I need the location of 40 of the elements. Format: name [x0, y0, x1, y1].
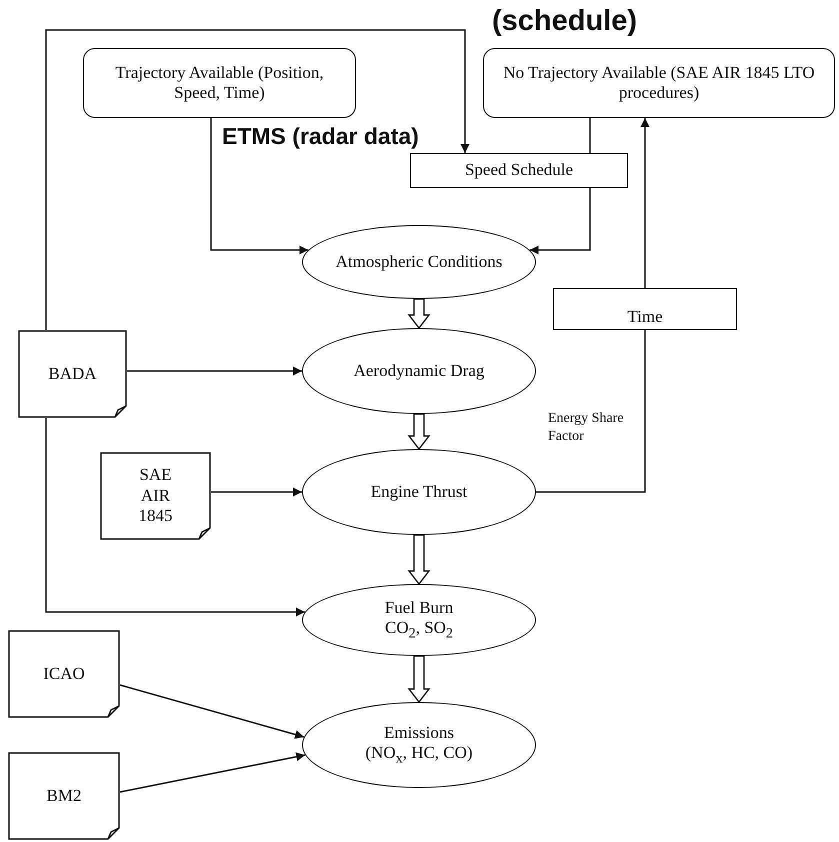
arrow: [640, 118, 650, 288]
process-box: [483, 48, 835, 118]
node-label: Engine Thrust: [370, 482, 468, 502]
hollow-arrow: [408, 413, 430, 450]
arrow: [120, 752, 306, 793]
node-label: Aerodynamic Drag: [354, 360, 484, 382]
process-box: [553, 288, 737, 330]
hollow-arrow: [408, 534, 430, 586]
arrow: [120, 684, 304, 739]
hollow-arrow: [408, 298, 430, 330]
node-label: Fuel Burn: [384, 598, 454, 618]
node-label: Emissions: [384, 722, 454, 743]
node-label: BM2: [46, 786, 82, 806]
source-label: ETMS (radar data): [222, 124, 419, 150]
arrow: [530, 188, 591, 254]
document-shape: [100, 452, 211, 540]
node-label: Time: [627, 306, 663, 327]
arrow: [211, 488, 302, 496]
document-shape: [8, 630, 120, 718]
node-label: (NO$_{x}$, HC, CO): [365, 743, 473, 768]
node-label: Trajectory Available (Position, Speed, Time): [114, 62, 325, 104]
node-label: ICAO: [43, 664, 85, 684]
arrow: [210, 118, 308, 254]
arrow: [127, 366, 302, 376]
process-box: [83, 48, 356, 118]
process-box: [410, 153, 628, 188]
node-label: No Trajectory Available (SAE AIR 1845 LTO procedures): [502, 62, 816, 104]
document-shape: [18, 330, 127, 418]
hollow-arrow: [408, 655, 430, 704]
node-label: CO$_{2}$, SO$_{2}$: [384, 618, 453, 642]
connector-line: [536, 330, 646, 493]
node-label: Speed Schedule: [464, 160, 574, 181]
node-label: BADA: [48, 364, 97, 384]
node-label: Atmospheric Conditions: [336, 252, 502, 272]
arrow: [45, 29, 470, 330]
document-shape: [8, 752, 120, 840]
source-label: (schedule): [492, 6, 638, 38]
connector-line: [589, 118, 591, 153]
arrow: [45, 418, 305, 616]
node-label: SAE AIR 1845: [138, 465, 174, 527]
